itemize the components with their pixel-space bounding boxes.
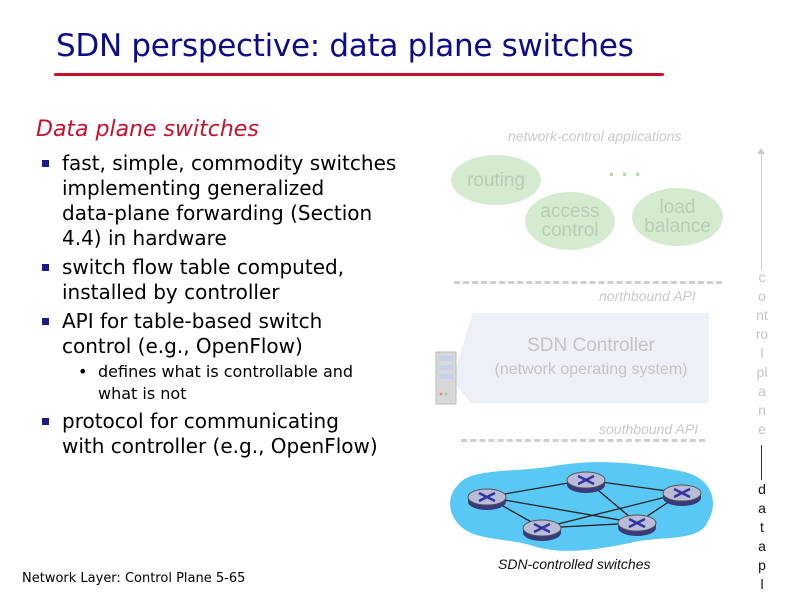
vertical-char: l xyxy=(760,345,764,361)
bullet-line: with controller (e.g., OpenFlow) xyxy=(62,434,378,458)
load-label: balance xyxy=(644,216,711,237)
bullet-line: installed by controller xyxy=(62,280,280,304)
access-control-app: access control xyxy=(525,192,615,250)
apps-label: network-control applications xyxy=(508,128,682,144)
vertical-char: a xyxy=(758,538,766,554)
vertical-char: t xyxy=(760,519,764,535)
bullet-line: protocol for communicating xyxy=(62,409,339,433)
bullet-item: protocol for communicating with controll… xyxy=(40,409,430,459)
routing-label: routing xyxy=(466,169,526,191)
northbound-divider xyxy=(454,281,722,284)
switches xyxy=(467,471,702,541)
control-plane-arrow xyxy=(761,152,762,270)
vertical-char: e xyxy=(758,421,766,437)
slide-title: SDN perspective: data plane switches xyxy=(56,28,634,64)
bullet-line: 4.4) in hardware xyxy=(62,226,227,250)
switch-icon xyxy=(522,519,562,541)
vertical-char: d xyxy=(758,481,766,497)
vertical-char: c xyxy=(758,269,766,285)
bullet-line: API for table-based switch xyxy=(62,309,323,333)
slide-footer: Network Layer: Control Plane 5-65 xyxy=(22,571,246,586)
bullet-line: fast, simple, commodity switches xyxy=(62,151,397,175)
bullet-line: data-plane forwarding (Section xyxy=(62,201,373,225)
northbound-label: northbound API xyxy=(599,288,696,304)
load-balance-app: load balance xyxy=(632,188,723,246)
bullet-line: defines what is controllable and xyxy=(98,362,354,381)
bullet-line: switch flow table computed, xyxy=(62,255,345,279)
bullet-item: switch flow table computed, installed by… xyxy=(40,255,430,305)
vertical-char: p xyxy=(758,557,766,573)
vertical-char: a xyxy=(758,500,766,516)
switches-label: SDN-controlled switches xyxy=(498,556,651,572)
switch-icon xyxy=(617,514,657,536)
bullet-item: fast, simple, commodity switches impleme… xyxy=(40,151,430,251)
switch-network xyxy=(450,462,713,551)
vertical-char: pl xyxy=(756,364,768,380)
sub-bullet-item: • defines what is controllable and what … xyxy=(40,361,430,405)
access-label: control xyxy=(541,220,599,241)
server-icon xyxy=(435,312,473,406)
vertical-char: a xyxy=(758,383,766,399)
bullet-line: implementing generalized xyxy=(62,176,325,200)
bullet-line: control (e.g., OpenFlow) xyxy=(62,334,303,358)
vertical-char: n xyxy=(758,402,766,418)
controller-title: SDN Controller xyxy=(527,335,655,356)
bullet-dot-icon: • xyxy=(78,362,88,381)
bullet-item: API for table-based switch control (e.g.… xyxy=(40,309,430,359)
switch-icon xyxy=(566,471,606,493)
controller-subtitle: (network operating system) xyxy=(494,361,688,378)
vertical-char: ro xyxy=(755,326,769,342)
bullet-line: what is not xyxy=(98,384,187,403)
vertical-char: nt xyxy=(756,307,768,323)
southbound-divider xyxy=(461,439,705,442)
switch-icon xyxy=(467,488,507,510)
section-heading: Data plane switches xyxy=(36,117,259,142)
more-apps-ellipsis: . . . xyxy=(608,160,642,181)
data-plane-arrow xyxy=(761,445,762,480)
title-underline xyxy=(54,73,664,76)
arrow-up-icon xyxy=(757,148,765,154)
routing-app: routing xyxy=(451,155,541,205)
switch-icon xyxy=(662,484,702,506)
bullet-list: fast, simple, commodity switches impleme… xyxy=(40,151,430,463)
sdn-controller-box: SDN Controller (network operating system… xyxy=(473,313,709,403)
vertical-char: o xyxy=(758,288,766,304)
load-label: load xyxy=(659,197,696,218)
southbound-label: southbound API xyxy=(599,421,699,437)
vertical-char: l xyxy=(760,576,764,592)
access-label: access xyxy=(540,201,600,222)
